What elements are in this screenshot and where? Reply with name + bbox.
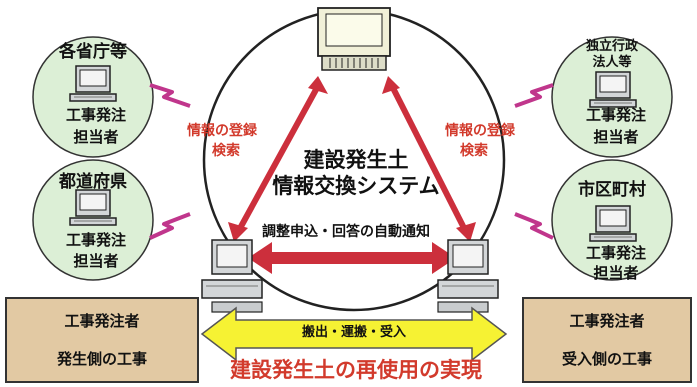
- top-left-role-line1: 工事発注: [65, 106, 127, 124]
- right-box-title: 工事発注者: [569, 312, 645, 330]
- right-arrow-label-line2: 検索: [460, 143, 488, 159]
- lightning-link-top-right: [514, 83, 554, 108]
- top-left-role-line2: 担当者: [73, 128, 119, 146]
- server-icon: [317, 7, 391, 71]
- system-title-line2: 情報交換システム: [272, 174, 440, 198]
- top-right-agency-name-line1: 独立行政: [585, 39, 639, 54]
- left-terminal-icon: [201, 239, 263, 313]
- left-orderer-box: [5, 297, 199, 383]
- right-arrow-label-line1: 情報の登録: [445, 123, 515, 139]
- mid-left-role-line2: 担当者: [73, 252, 119, 270]
- top-left-agency-name: 各省庁等: [59, 42, 127, 62]
- top-right-role-line1: 工事発注: [585, 106, 647, 124]
- top-right-role-line2: 担当者: [593, 128, 639, 146]
- left-box-title: 工事発注者: [64, 312, 140, 330]
- auto-notice-arrow: [248, 242, 456, 274]
- mid-left-role-line1: 工事発注: [65, 231, 127, 249]
- left-arrow-label-line2: 検索: [212, 143, 240, 159]
- lightning-link-top-left: [149, 83, 191, 108]
- transport-arrow: [200, 306, 508, 362]
- transport-label: 搬出・運搬・受入: [301, 325, 407, 340]
- top-left-computer-icon: [69, 65, 117, 102]
- mid-left-agency-name: 都道府県: [59, 172, 127, 192]
- lightning-link-mid-left: [149, 212, 191, 240]
- auto-notice-label: 調整申込・回答の自動通知: [262, 224, 430, 240]
- mid-right-agency-name: 市区町村: [578, 180, 646, 200]
- mid-right-computer-icon: [589, 205, 637, 242]
- right-orderer-box: [522, 297, 692, 383]
- system-title-line1: 建設発生土: [303, 148, 409, 172]
- bottom-caption: 建設発生土の再使用の実現: [230, 358, 482, 382]
- right-box-subtitle: 受入側の工事: [561, 350, 653, 368]
- right-diagonal-arrow: [382, 76, 476, 242]
- lightning-link-mid-right: [514, 212, 554, 240]
- top-right-computer-icon: [589, 71, 637, 108]
- left-diagonal-arrow: [228, 76, 328, 242]
- mid-left-computer-icon: [69, 189, 117, 226]
- left-arrow-label-line1: 情報の登録: [187, 123, 257, 139]
- mid-right-role-line1: 工事発注: [585, 244, 647, 262]
- left-box-subtitle: 発生側の工事: [56, 350, 148, 368]
- top-right-agency-name-line2: 法人等: [592, 55, 632, 70]
- mid-right-role-line2: 担当者: [593, 264, 639, 282]
- right-terminal-icon: [437, 239, 499, 313]
